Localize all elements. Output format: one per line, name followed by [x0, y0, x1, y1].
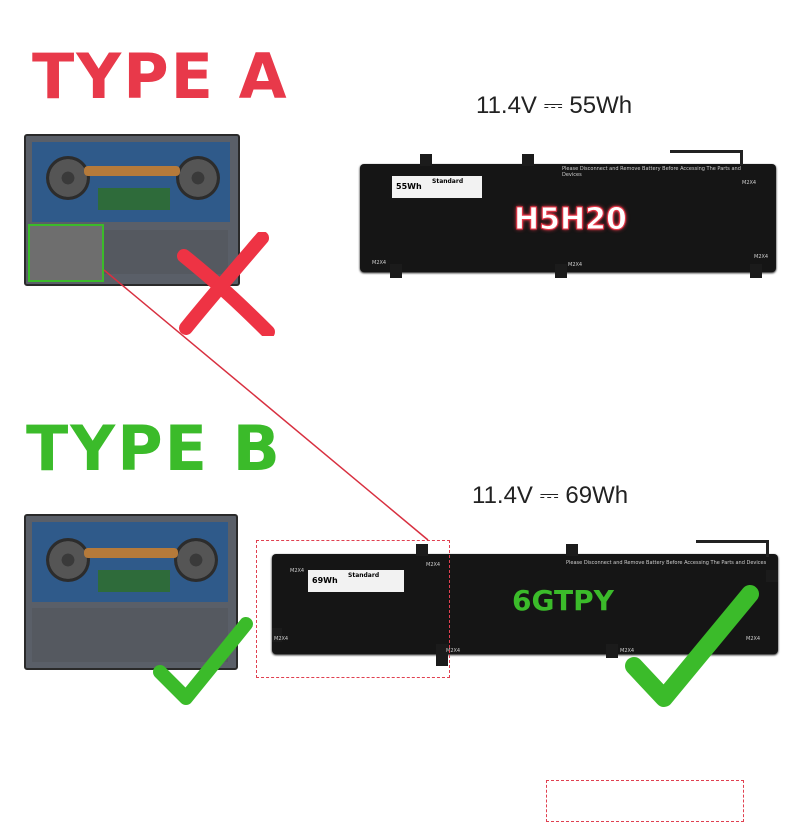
type-a-battery: 55Wh Standard Please Disconnect and Remo… — [350, 150, 780, 280]
fan-icon — [174, 538, 218, 582]
check-icon — [625, 585, 759, 707]
highlight-box — [256, 540, 450, 678]
fan-icon — [46, 538, 90, 582]
dashed-frame — [546, 780, 744, 822]
highlight-box — [28, 224, 104, 282]
fan-icon — [46, 156, 90, 200]
type-b-battery: 69Wh Standard Please Disconnect and Remo… — [266, 540, 786, 670]
connector-line — [103, 269, 429, 541]
type-b-model: 6GTPY — [512, 584, 614, 617]
cross-icon — [177, 232, 275, 336]
type-b-heading: TYPE B — [26, 412, 282, 485]
fan-icon — [176, 156, 220, 200]
type-a-model: H5H20 — [514, 202, 628, 238]
type-b-laptop-image — [24, 514, 238, 670]
type-a-spec: 11.4V ⎓ 55Wh — [476, 92, 633, 119]
battery-label-card: 69Wh Standard — [308, 570, 404, 592]
battery-label-card: 55Wh Standard — [392, 176, 482, 198]
type-a-laptop-image — [24, 134, 240, 286]
check-icon — [153, 617, 253, 705]
type-a-heading: TYPE A — [32, 40, 289, 113]
type-b-spec: 11.4V ⎓ 69Wh — [472, 482, 629, 509]
